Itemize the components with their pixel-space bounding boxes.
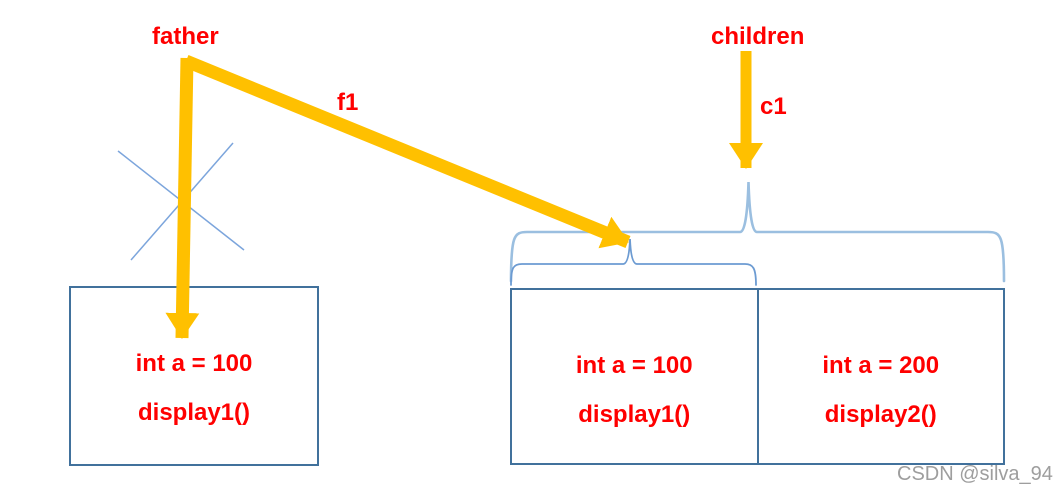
child-method-display2: display2() <box>824 401 937 428</box>
father-object-members: int a = 100 display1() <box>71 288 317 464</box>
children-own-part: int a = 200 display2() <box>759 290 1004 463</box>
f1-arrow-label: f1 <box>337 89 359 116</box>
csdn-watermark: CSDN @silva_94 <box>897 463 1053 485</box>
inherited-part-brace <box>510 238 757 286</box>
inherited-field-a: int a = 100 <box>575 352 693 379</box>
children-reference-label: children <box>711 23 805 50</box>
children-inherited-part: int a = 100 display1() <box>512 290 759 463</box>
father-reference-label: father <box>152 23 219 50</box>
cross-out-mark <box>117 142 245 261</box>
children-object-box: int a = 100 display1() int a = 200 displ… <box>510 288 1005 465</box>
father-object-box: int a = 100 display1() <box>69 286 319 466</box>
child-field-a: int a = 200 <box>822 352 940 379</box>
children-object-brace <box>509 181 1006 283</box>
f1-to-inherited-arrow <box>183 54 631 249</box>
father-method-display1: display1() <box>137 399 251 426</box>
c1-arrow-label: c1 <box>760 93 787 120</box>
father-field-a: int a = 100 <box>135 350 253 377</box>
inherited-method-display1: display1() <box>578 401 691 428</box>
